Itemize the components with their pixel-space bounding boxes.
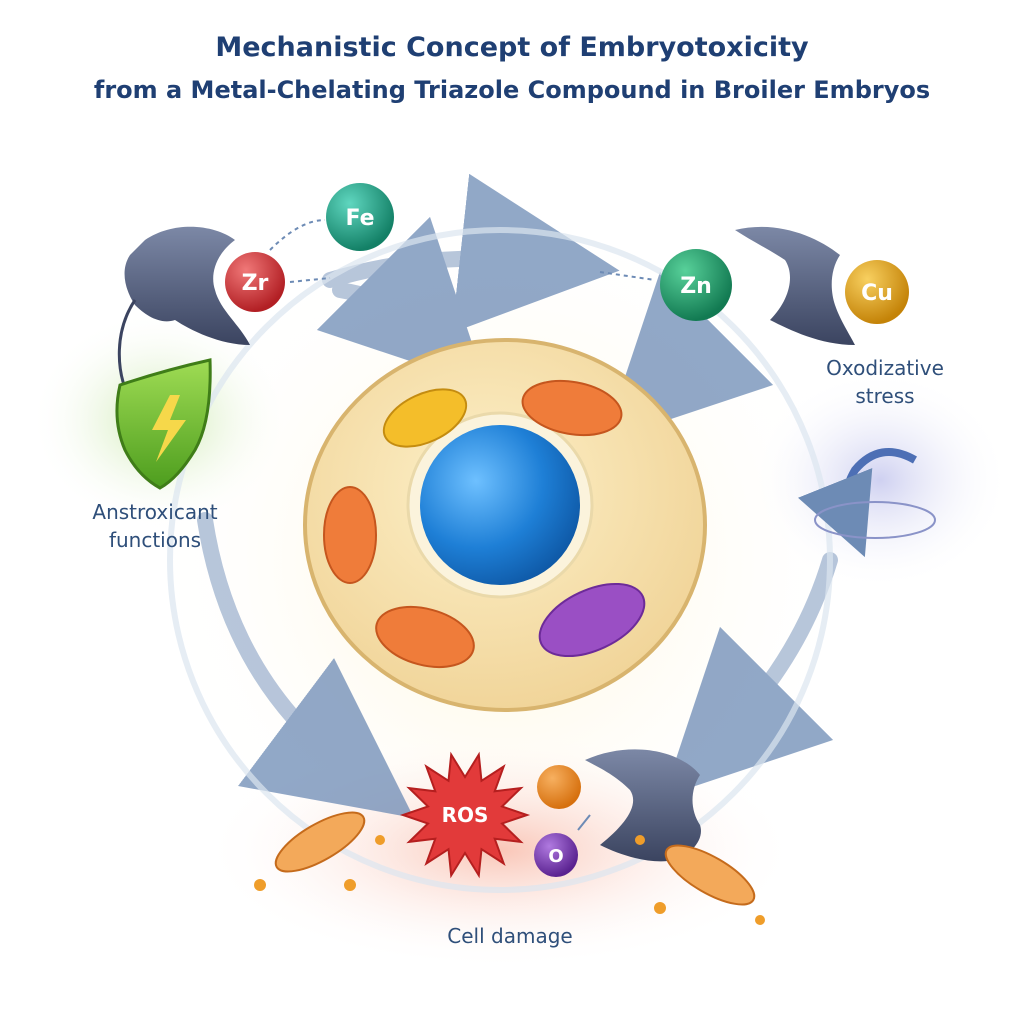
metal-cu bbox=[845, 260, 909, 324]
ros-star-icon bbox=[399, 751, 531, 879]
debris-dots bbox=[254, 835, 765, 925]
cycle-arrows bbox=[197, 173, 838, 819]
metal-cu-label: Cu bbox=[861, 281, 893, 306]
metal-zr-label: Zr bbox=[242, 271, 269, 296]
diagram-title-line2: from a Metal-Chelating Triazole Compound… bbox=[93, 76, 931, 104]
orange-ion bbox=[537, 765, 581, 809]
antioxidant-label-line2: functions bbox=[108, 528, 202, 552]
diagram-title-line1: Mechanistic Concept of Embryotoxicity bbox=[215, 32, 809, 63]
damaged-mitochondrion-right bbox=[664, 844, 756, 906]
cycle-arrow-left-in bbox=[316, 216, 487, 387]
damaged-mitochondria bbox=[274, 811, 756, 906]
oxidative-swirl-ring bbox=[814, 501, 936, 539]
o-link bbox=[577, 814, 591, 831]
metal-fe-label: Fe bbox=[345, 206, 374, 231]
cycle-arrow-right-down bbox=[663, 552, 838, 797]
fe-link bbox=[269, 219, 326, 251]
outer-ring bbox=[167, 227, 833, 893]
oxidative-label-line2: stress bbox=[855, 384, 915, 408]
oxidative-stress-label: Oxodizative stress bbox=[790, 354, 980, 410]
zr-link bbox=[289, 277, 331, 283]
cycle-arrow-right-in bbox=[603, 271, 774, 442]
metal-zn bbox=[660, 249, 732, 321]
ros-label: ROS bbox=[442, 803, 489, 827]
mitochondrion-bottom bbox=[375, 606, 475, 668]
mitochondrion-left bbox=[323, 486, 377, 584]
metal-fe bbox=[326, 183, 394, 251]
chelator-claw-icon bbox=[735, 226, 855, 345]
metal-o-label: O bbox=[548, 846, 563, 867]
antioxidant-label-line1: Anstroxicant bbox=[92, 500, 218, 524]
damaged-mitochondrion-left bbox=[274, 811, 366, 873]
chelator-top-right bbox=[735, 226, 855, 345]
mitochondrion-top bbox=[521, 379, 623, 437]
nucleus bbox=[420, 425, 580, 585]
cycle-arrow-left-down bbox=[197, 512, 414, 819]
cell bbox=[303, 338, 707, 712]
chelator-bottom bbox=[585, 749, 701, 862]
chelator-claw-icon bbox=[585, 749, 701, 862]
ros-burst: ROS bbox=[399, 751, 531, 879]
metal-zr bbox=[225, 252, 285, 312]
organelle-yellow bbox=[382, 388, 468, 448]
chelator-claw-icon bbox=[124, 226, 250, 345]
antioxidant-label: Anstroxicant functions bbox=[50, 498, 260, 554]
zn-link bbox=[599, 271, 656, 281]
organelle-purple bbox=[538, 582, 646, 658]
shield-lightning-icon bbox=[115, 358, 212, 490]
metal-zn-label: Zn bbox=[680, 274, 712, 299]
oxidative-label-line1: Oxodizative bbox=[826, 356, 944, 380]
cell-damage-label: Cell damage bbox=[447, 924, 573, 948]
metal-o bbox=[534, 833, 578, 877]
